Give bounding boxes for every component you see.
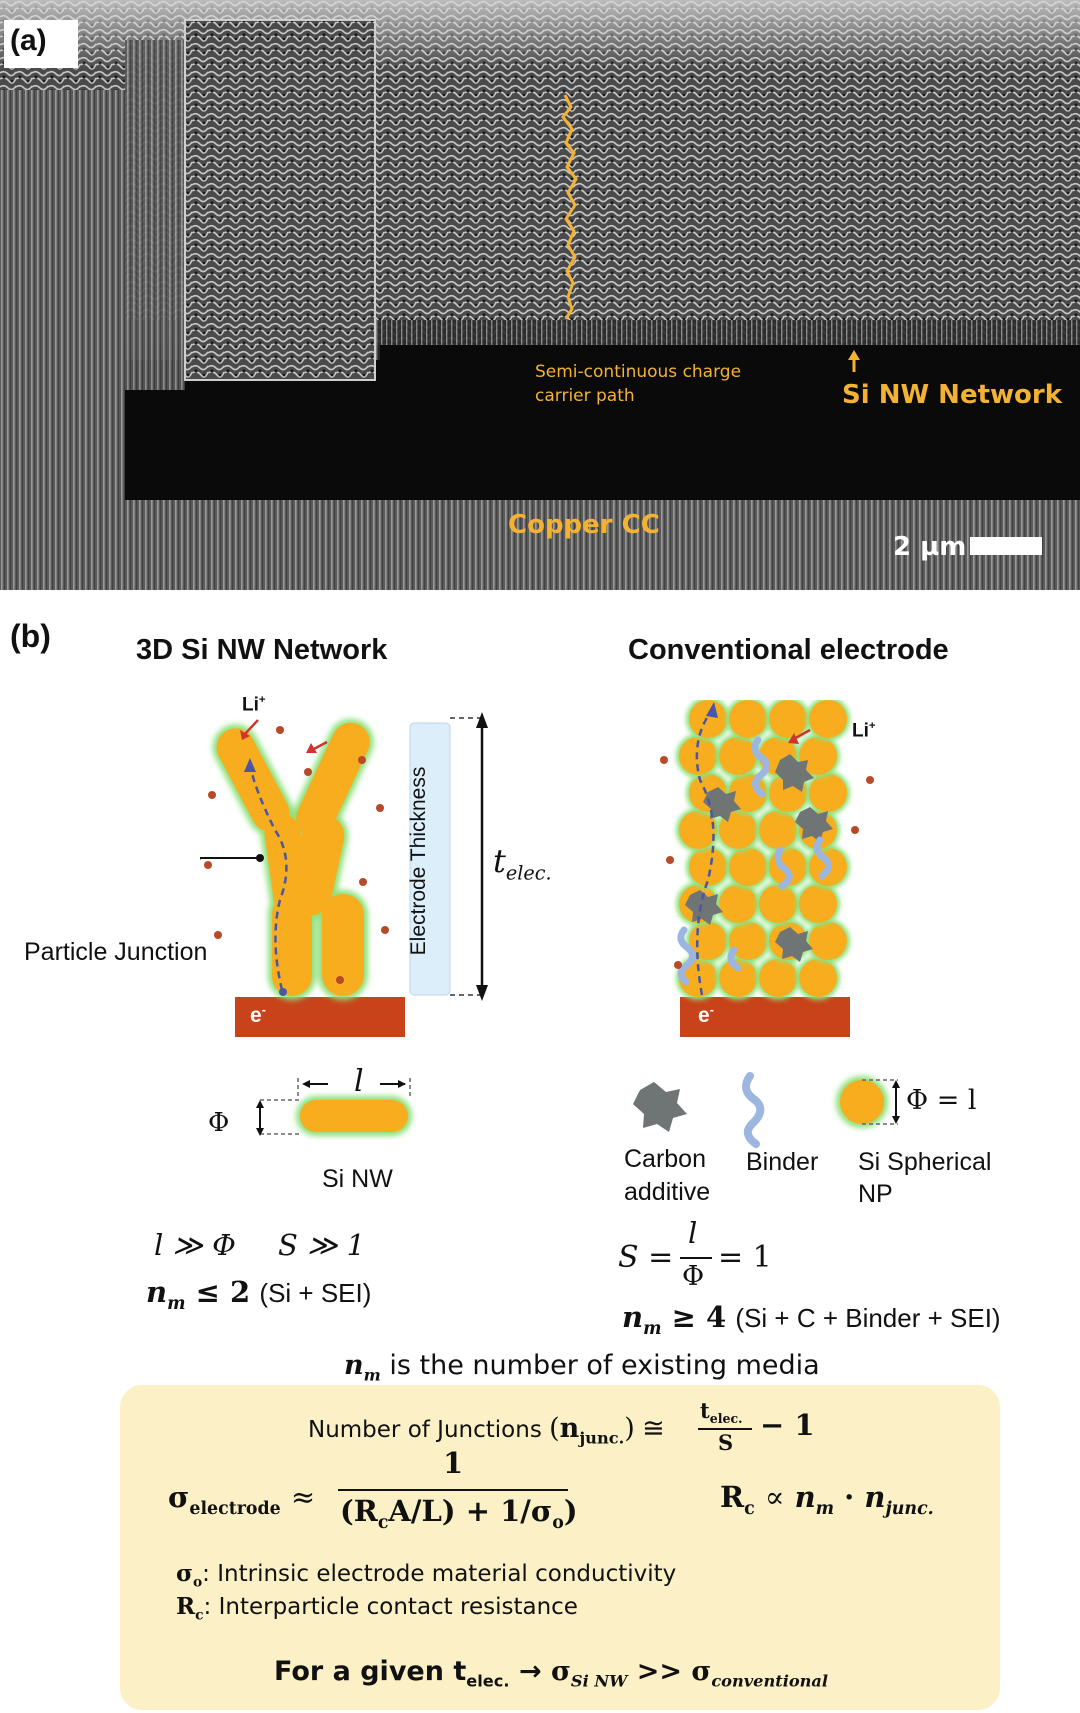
binder-icon (742, 1072, 765, 1148)
si-sphere (719, 959, 757, 997)
electron-label-left: e- (250, 1003, 266, 1027)
phi-dimension-label: Φ (208, 1108, 230, 1138)
nw-relation-s: S ≫ 1 (278, 1228, 366, 1262)
scale-bar-label: 2 µm (893, 532, 967, 562)
electron-label-right: e- (698, 1003, 714, 1027)
right-title: Conventional electrode (628, 634, 949, 666)
given-statement: For a given telec. → σSi NW >> σconventi… (274, 1656, 829, 1691)
s-equals: S = (618, 1240, 674, 1275)
nanowire-group (216, 722, 370, 996)
s-denominator: Φ (682, 1261, 705, 1292)
sigma-o-definition: σo: Intrinsic electrode material conduct… (176, 1560, 677, 1591)
sem-micrograph (0, 0, 1080, 590)
junctions-fraction-line (698, 1428, 752, 1430)
si-sphere-icon (840, 1080, 884, 1124)
left-title: 3D Si NW Network (136, 634, 388, 666)
panel-a-label: (a) (10, 24, 47, 57)
current-collector (235, 997, 405, 1037)
junctions-minus-one: − 1 (760, 1408, 815, 1442)
panel-b-label: (b) (10, 618, 51, 654)
conventional-electrode-schematic (660, 700, 874, 1037)
junctions-equation: Number of Junctions (njunc.) ≅ (308, 1413, 665, 1448)
si-nw-network-label: Si NW Network (842, 380, 1062, 410)
l-dimension-label: l (354, 1064, 364, 1099)
si-sphere (759, 959, 797, 997)
s-fraction-line (680, 1257, 712, 1259)
phi-eq-l-label: Φ = l (906, 1085, 977, 1116)
legend-carbon-2: additive (624, 1178, 711, 1206)
li-ion-label-left: Li+ (242, 694, 266, 716)
s-value: = 1 (718, 1240, 772, 1275)
s-numerator: l (688, 1216, 698, 1250)
panel-a-label-box (4, 20, 78, 68)
si-sphere (809, 774, 847, 812)
si-sphere (769, 700, 807, 738)
particle-junction-label: Particle Junction (24, 938, 208, 966)
conductivity-fraction-line (338, 1489, 568, 1491)
nw-media-count: nm ≤ 2 (Si + SEI) (146, 1275, 372, 1314)
si-sphere (799, 885, 837, 923)
legend-binder: Binder (746, 1148, 819, 1176)
si-spheres (676, 700, 850, 1000)
rc-proportional: Rc ∝ nm · njunc. (720, 1480, 934, 1519)
si-sphere (719, 737, 757, 775)
conductivity-denominator: (RcA/L) + 1/σo) (340, 1494, 578, 1533)
electrode-thickness-label: Electrode Thickness (407, 766, 430, 956)
copper-cc-label: Copper CC (508, 510, 660, 540)
rc-definition: Rc: Interparticle contact resistance (176, 1593, 578, 1624)
si-nw-schematic (200, 712, 488, 1037)
si-sphere (759, 885, 797, 923)
legend-carbon-1: Carbon (624, 1145, 706, 1173)
si-sphere (689, 700, 727, 738)
legend-si-np-1: Si Spherical (858, 1148, 992, 1176)
thickness-bar (409, 722, 451, 996)
si-sphere (809, 922, 847, 960)
si-sphere (719, 885, 757, 923)
nw-relation-l-phi: l ≫ Φ (154, 1228, 236, 1262)
current-collector-right (680, 997, 850, 1037)
li-ion-label-right: Li+ (852, 720, 876, 742)
binder-strands (677, 736, 832, 986)
si-sphere (719, 811, 757, 849)
si-sphere (729, 848, 767, 886)
nm-definition: nm is the number of existing media (344, 1350, 820, 1385)
legend-icons (633, 1072, 900, 1148)
sigma-electrode: σelectrode ≈ (168, 1480, 316, 1519)
si-sphere (729, 922, 767, 960)
si-nw-label: Si NW (322, 1165, 393, 1193)
si-sphere (679, 811, 717, 849)
si-sphere (679, 959, 717, 997)
conductivity-numerator: 1 (443, 1446, 464, 1480)
junctions-numerator: telec. (700, 1398, 743, 1427)
si-sphere (729, 700, 767, 738)
si-sphere (799, 959, 837, 997)
si-sphere (689, 848, 727, 886)
carbon-particles (685, 754, 833, 962)
charge-path-label-1: Semi-continuous charge (535, 362, 742, 382)
carbon-additive-icon (633, 1082, 687, 1132)
legend-si-np-2: NP (858, 1180, 893, 1208)
formula-box (120, 1385, 1000, 1710)
si-sphere (799, 737, 837, 775)
junctions-denominator: S (718, 1430, 734, 1455)
si-sphere (759, 811, 797, 849)
si-sphere (809, 700, 847, 738)
charge-path-label-2: carrier path (535, 386, 635, 406)
t-elec-label: telec. (493, 842, 552, 885)
si-nw-dimension-diagram (256, 1078, 412, 1136)
conv-media-count: nm ≥ 4 (Si + C + Binder + SEI) (622, 1300, 1001, 1339)
